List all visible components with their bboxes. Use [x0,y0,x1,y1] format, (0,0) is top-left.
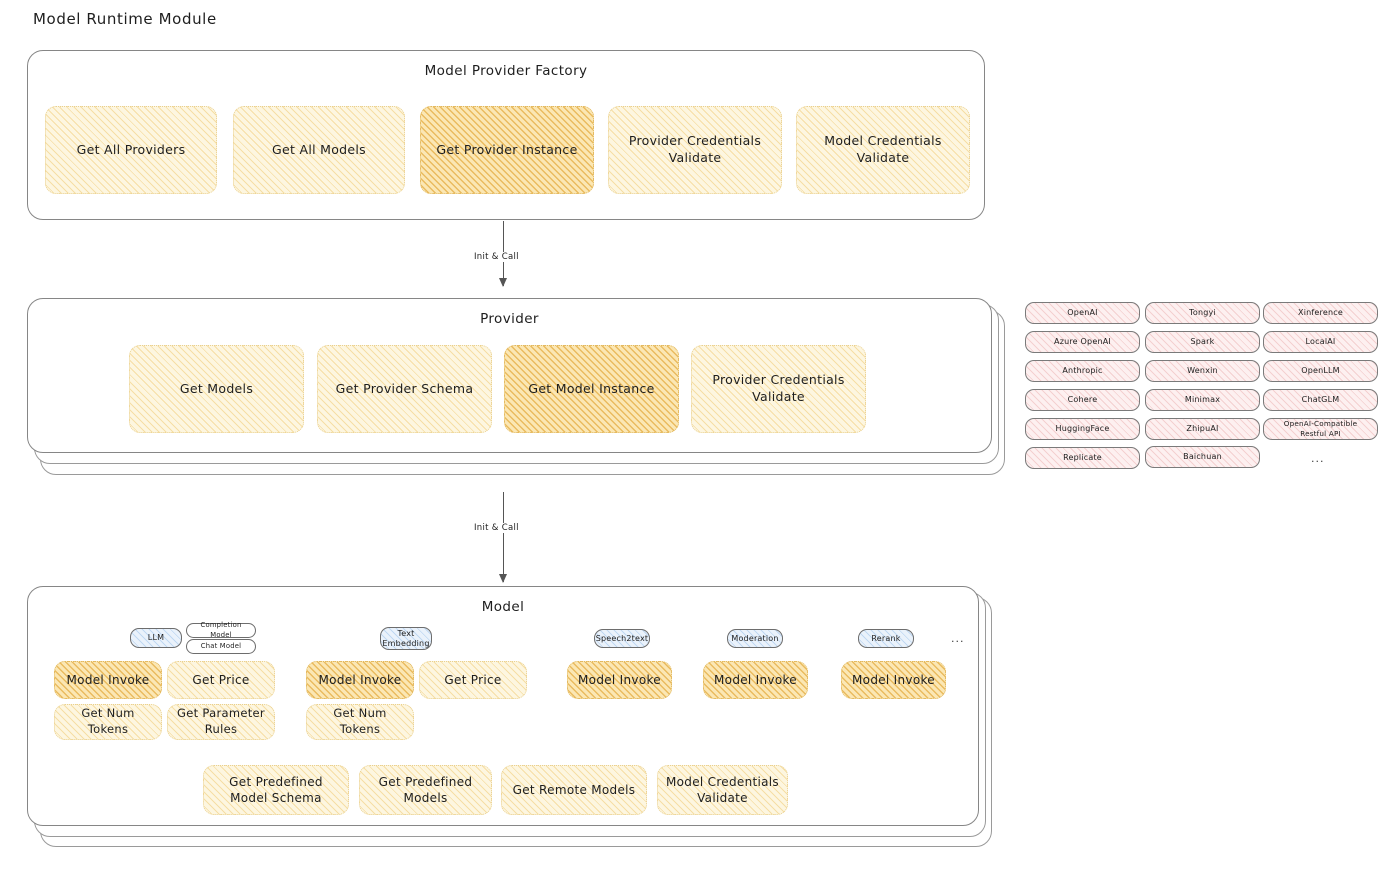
arrow-head-icon [498,574,507,583]
llm-method-get-num-tokens[interactable]: Get Num Tokens [54,704,162,740]
provider-chip-chatglm[interactable]: ChatGLM [1263,389,1378,411]
llm-method-get-price[interactable]: Get Price [167,661,275,699]
provider-chip-tongyi[interactable]: Tongyi [1145,302,1260,324]
provider-chip-xinference[interactable]: Xinference [1263,302,1378,324]
capability-badge-text-embedding[interactable]: Text Embedding [380,627,432,650]
model-provider-factory-title: Model Provider Factory [424,63,588,79]
arrow-stem [503,492,505,582]
moderation-method-model-invoke[interactable]: Model Invoke [703,661,808,699]
provider-chip-anthropic[interactable]: Anthropic [1025,360,1140,382]
provider-chip-zhipuai[interactable]: ZhipuAI [1145,418,1260,440]
provider-chip-spark[interactable]: Spark [1145,331,1260,353]
capability-badge-llm[interactable]: LLM [130,628,182,648]
provider-chip-azure-openai[interactable]: Azure OpenAI [1025,331,1140,353]
provider-chip-huggingface[interactable]: HuggingFace [1025,418,1140,440]
provider-node-get-models[interactable]: Get Models [129,345,304,433]
model-shared-method-model-credentials-validate[interactable]: Model Credentials Validate [657,765,788,815]
provider-node-provider-credentials-validate[interactable]: Provider Credentials Validate [691,345,866,433]
capability-badge-speech2text[interactable]: Speech2text [594,629,650,648]
provider-chip-openai[interactable]: OpenAI [1025,302,1140,324]
provider-node-get-provider-schema[interactable]: Get Provider Schema [317,345,492,433]
text-embedding-method-get-price[interactable]: Get Price [419,661,527,699]
speech2text-method-model-invoke[interactable]: Model Invoke [567,661,672,699]
provider-chip-openai-compatible-restful-api[interactable]: OpenAI-Compatible Restful API [1263,418,1378,440]
model-shared-method-get-remote-models[interactable]: Get Remote Models [501,765,647,815]
page-title: Model Runtime Module [33,10,217,28]
rerank-method-model-invoke[interactable]: Model Invoke [841,661,946,699]
factory-node-model-credentials-validate[interactable]: Model Credentials Validate [796,106,970,194]
capability-subbadge-completion-model[interactable]: Completion Model [186,621,256,639]
model-shared-method-get-predefined-model-schema[interactable]: Get Predefined Model Schema [203,765,349,815]
factory-node-provider-credentials-validate[interactable]: Provider Credentials Validate [608,106,782,194]
provider-list-more-indicator: ... [1311,452,1325,465]
provider-title: Provider [480,311,539,327]
provider-chip-replicate[interactable]: Replicate [1025,447,1140,469]
capability-badge-moderation[interactable]: Moderation [727,629,783,648]
model-capabilities-more-indicator: ... [951,632,965,645]
provider-chip-wenxin[interactable]: Wenxin [1145,360,1260,382]
factory-node-get-provider-instance[interactable]: Get Provider Instance [420,106,594,194]
provider-chip-cohere[interactable]: Cohere [1025,389,1140,411]
provider-chip-openllm[interactable]: OpenLLM [1263,360,1378,382]
llm-method-get-parameter-rules[interactable]: Get Parameter Rules [167,704,275,740]
arrow-head-icon [498,278,507,287]
provider-chip-localai[interactable]: LocalAI [1263,331,1378,353]
capability-badge-rerank[interactable]: Rerank [858,629,914,648]
capability-subbadge-chat-model[interactable]: Chat Model [186,639,256,654]
provider-chip-minimax[interactable]: Minimax [1145,389,1260,411]
arrow-label-init-and-call-2: Init & Call [470,523,523,533]
model-shared-method-get-predefined-models[interactable]: Get Predefined Models [359,765,492,815]
provider-node-get-model-instance[interactable]: Get Model Instance [504,345,679,433]
model-title: Model [481,599,525,615]
text-embedding-method-get-num-tokens[interactable]: Get Num Tokens [306,704,414,740]
factory-node-get-all-models[interactable]: Get All Models [233,106,405,194]
text-embedding-method-model-invoke[interactable]: Model Invoke [306,661,414,699]
arrow-label-init-and-call-1: Init & Call [470,252,523,262]
provider-chip-baichuan[interactable]: Baichuan [1145,446,1260,468]
llm-method-model-invoke[interactable]: Model Invoke [54,661,162,699]
factory-node-get-all-providers[interactable]: Get All Providers [45,106,217,194]
